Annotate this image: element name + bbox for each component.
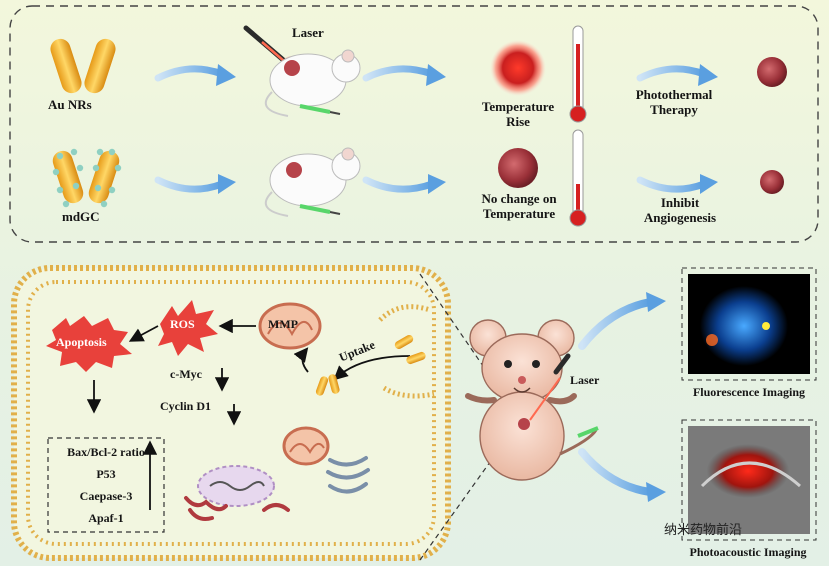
er-icon — [184, 496, 290, 521]
fluorescence-label: Fluorescence Imaging — [692, 385, 806, 399]
small-tumor-1 — [757, 57, 787, 87]
flow-arrows-top — [154, 65, 708, 193]
flow-arrowheads-top — [216, 64, 718, 194]
photothermal-line2: Therapy — [650, 101, 698, 117]
watermark-text: 纳米药物前沿 — [664, 523, 743, 538]
apoptosis-label: Apoptosis — [56, 335, 107, 349]
box-item-2: Caepase-3 — [79, 489, 133, 503]
nanorods-uptake — [315, 335, 426, 396]
au-nanorods — [50, 38, 116, 94]
inhibit-line2: Angiogenesis — [643, 209, 717, 225]
protein-box — [47, 437, 165, 533]
imaging-arrowheads — [646, 292, 666, 502]
cmyc-label: c-Myc — [170, 367, 202, 381]
mdgc-rods — [52, 148, 122, 208]
no-change-line1: No change on — [481, 191, 557, 206]
fluorescence-image — [700, 286, 788, 366]
ros-label: ROS — [170, 317, 195, 331]
mouse-treated — [264, 49, 361, 117]
laser-label-bottom: Laser — [570, 373, 600, 387]
photothermal-line1: Photothermal — [635, 87, 713, 102]
photoacoustic-image — [702, 444, 794, 504]
small-tumor-2 — [760, 170, 784, 194]
temperature-rise-line1: Temperature — [481, 99, 555, 114]
fluorescence-frame — [681, 267, 817, 381]
box-item-3: Apaf-1 — [88, 511, 124, 525]
no-change-label: No change on Temperature — [464, 191, 574, 222]
photoacoustic-label: Photoacoustic Imaging — [689, 545, 807, 559]
box-item-1: P53 — [96, 467, 116, 481]
box-item-0: Bax/Bcl-2 ratio — [67, 445, 145, 459]
cyclin-label: Cyclin D1 — [160, 399, 211, 413]
apoptosis-burst — [46, 316, 132, 372]
photothermal-therapy-label: Photothermal Therapy — [624, 87, 724, 118]
tumor-icon — [498, 148, 538, 188]
mdgc-label: mdGC — [62, 209, 100, 224]
inhibit-angiogenesis-label: Inhibit Angiogenesis — [630, 195, 730, 226]
cartoon-mouse — [465, 319, 599, 481]
temperature-rise-line2: Rise — [506, 113, 530, 129]
laser-label-top: Laser — [292, 25, 324, 40]
inhibit-line1: Inhibit — [660, 195, 700, 210]
mitochondrion-small — [282, 426, 330, 466]
hot-tumor-icon — [490, 40, 546, 96]
mouse-control — [264, 147, 361, 217]
temperature-rise-label: Temperature Rise — [470, 99, 566, 130]
nucleus-icon — [197, 465, 275, 507]
mmp-label: MMP — [268, 317, 298, 331]
thermometer-cool-icon — [569, 129, 587, 227]
ros-burst — [158, 300, 218, 356]
golgi-icon — [326, 456, 370, 494]
no-change-line2: Temperature — [482, 205, 556, 221]
thermometer-hot-icon — [569, 25, 587, 123]
mitochondrion-mmp — [258, 302, 322, 350]
vesicle-membrane — [378, 304, 435, 399]
pathway-arrows — [86, 318, 411, 510]
photoacoustic-frame — [681, 419, 817, 541]
top-panel-border — [9, 5, 819, 243]
au-nrs-label: Au NRs — [48, 97, 92, 112]
imaging-arrows — [578, 298, 654, 496]
